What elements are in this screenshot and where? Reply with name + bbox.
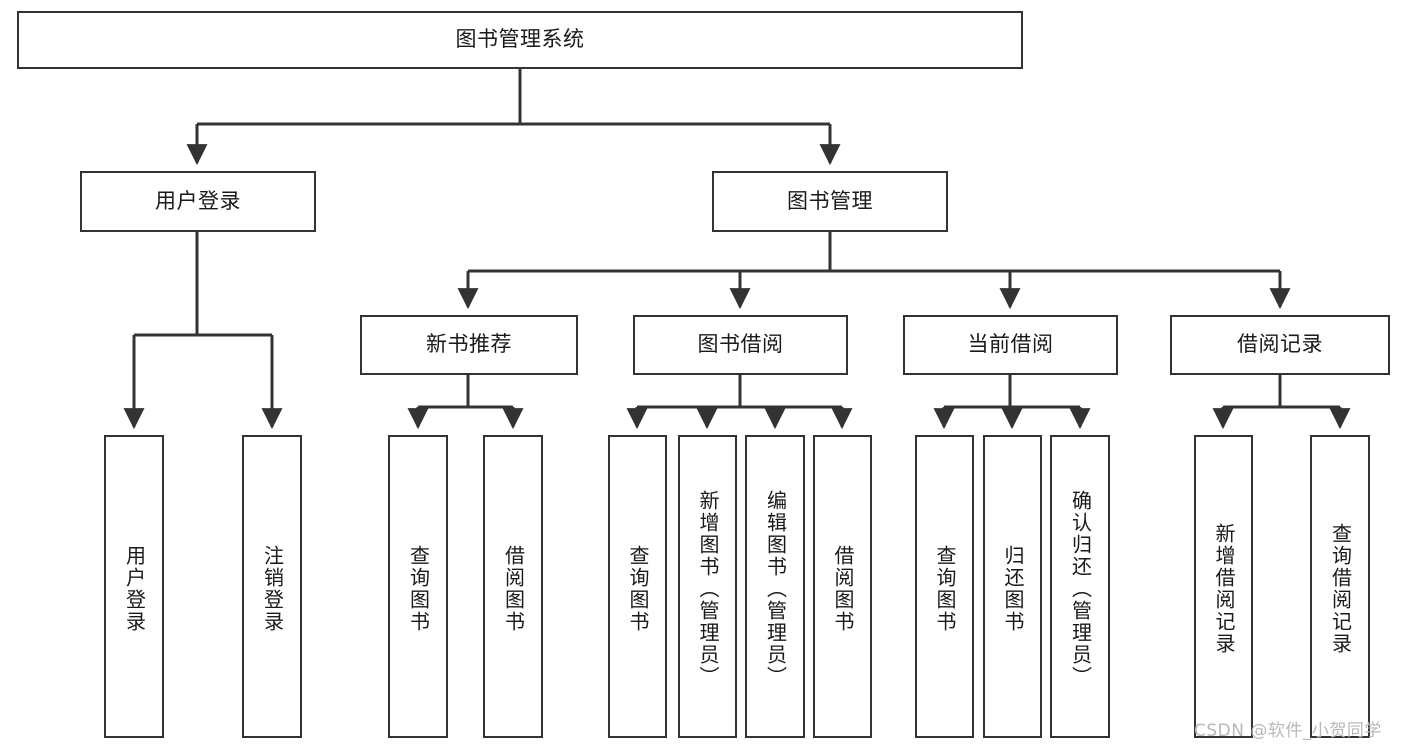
leaf-book-borrow-add[interactable]: 新增图书（管理员） — [678, 435, 737, 738]
leaf-book-borrow-add-label: 新增图书（管理员） — [696, 489, 720, 688]
node-user-login[interactable]: 用户登录 — [80, 171, 316, 232]
node-borrow-record[interactable]: 借阅记录 — [1170, 315, 1390, 375]
leaf-current-borrow-query-label: 查询图书 — [933, 544, 957, 633]
node-borrow-record-label: 借阅记录 — [1237, 332, 1323, 357]
leaf-book-borrow-borrow-label: 借阅图书 — [831, 544, 855, 633]
leaf-new-book-borrow[interactable]: 借阅图书 — [483, 435, 543, 738]
node-book-borrow[interactable]: 图书借阅 — [633, 315, 848, 375]
leaf-user-login-login-label: 用户登录 — [122, 544, 147, 633]
leaf-user-login-logout-label: 注销登录 — [260, 544, 285, 633]
leaf-borrow-record-add-label: 新增借阅记录 — [1212, 522, 1236, 655]
leaf-book-borrow-borrow[interactable]: 借阅图书 — [813, 435, 872, 738]
node-book-borrow-label: 图书借阅 — [697, 332, 784, 357]
node-book-manage-label: 图书管理 — [787, 188, 873, 213]
leaf-book-borrow-query-label: 查询图书 — [626, 544, 650, 633]
leaf-current-borrow-return-label: 归还图书 — [1001, 544, 1025, 633]
node-user-login-label: 用户登录 — [155, 188, 241, 213]
leaf-book-borrow-edit[interactable]: 编辑图书（管理员） — [745, 435, 805, 738]
leaf-borrow-record-add[interactable]: 新增借阅记录 — [1194, 435, 1253, 738]
node-book-manage[interactable]: 图书管理 — [712, 171, 948, 232]
leaf-book-borrow-edit-label: 编辑图书（管理员） — [763, 489, 788, 688]
leaf-book-borrow-query[interactable]: 查询图书 — [608, 435, 667, 738]
leaf-current-borrow-confirm-label: 确认归还（管理员） — [1068, 489, 1093, 688]
leaf-user-login-logout[interactable]: 注销登录 — [242, 435, 302, 738]
leaf-new-book-query-label: 查询图书 — [406, 544, 431, 633]
leaf-new-book-query[interactable]: 查询图书 — [388, 435, 448, 738]
leaf-current-borrow-confirm[interactable]: 确认归还（管理员） — [1050, 435, 1110, 738]
leaf-borrow-record-query-label: 查询借阅记录 — [1328, 522, 1353, 655]
leaf-new-book-borrow-label: 借阅图书 — [501, 544, 526, 633]
node-new-book-recommend[interactable]: 新书推荐 — [360, 315, 578, 375]
node-new-book-recommend-label: 新书推荐 — [426, 332, 512, 357]
node-root-system-label: 图书管理系统 — [455, 27, 585, 52]
leaf-user-login-login[interactable]: 用户登录 — [104, 435, 164, 738]
leaf-current-borrow-return[interactable]: 归还图书 — [983, 435, 1042, 738]
leaf-current-borrow-query[interactable]: 查询图书 — [915, 435, 974, 738]
node-current-borrow-label: 当前借阅 — [967, 332, 1054, 357]
csdn-watermark: CSDN @软件_小贺同学 — [1194, 721, 1382, 741]
node-current-borrow[interactable]: 当前借阅 — [903, 315, 1118, 375]
node-root-system[interactable]: 图书管理系统 — [17, 11, 1023, 69]
leaf-borrow-record-query[interactable]: 查询借阅记录 — [1310, 435, 1370, 738]
